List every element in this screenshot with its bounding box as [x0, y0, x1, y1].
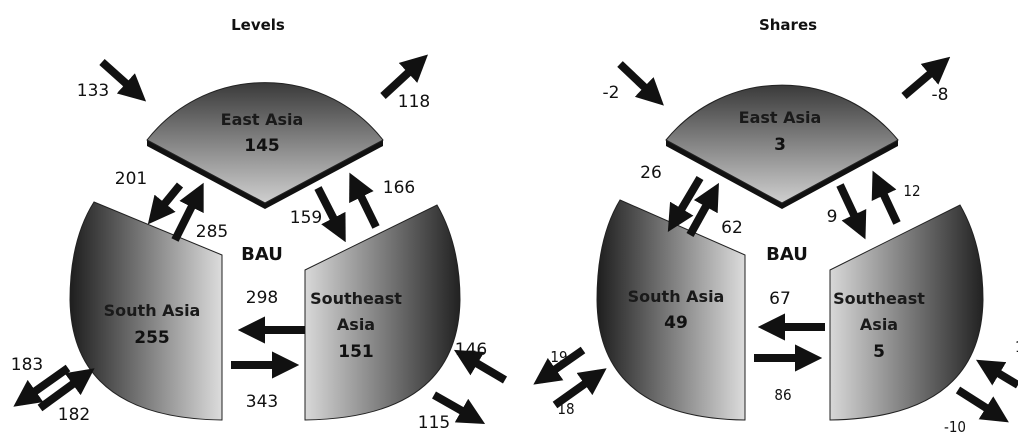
flow-label: 26: [640, 163, 662, 183]
panel-title: Levels: [231, 16, 285, 34]
panel-title: Shares: [759, 16, 817, 34]
arrow-ea-to-sea: [314, 186, 346, 243]
arrow-sa-in: [37, 368, 95, 412]
region-name: Southeast: [833, 289, 925, 308]
flow-label: 166: [383, 178, 415, 198]
region-name: South Asia: [628, 287, 725, 306]
region-value: 145: [244, 136, 280, 156]
arrow-sea-in: [976, 359, 1018, 389]
flow-label: 18: [557, 400, 574, 418]
arrow-sea-out: [432, 391, 486, 425]
scenario-label: BAU: [766, 244, 808, 265]
region-name: East Asia: [221, 110, 304, 129]
panel-levels: Levels East Asia 145 South Asia 255 Sout…: [11, 16, 508, 433]
arrow-sea-to-ea: [349, 172, 380, 229]
arrow-ea-out: [380, 54, 428, 99]
flow-label: -2: [603, 83, 620, 103]
arrow-ea-to-sea: [836, 183, 867, 240]
arrow-sa-out: [13, 364, 71, 407]
region-southeast-asia: Southeast Asia 5: [829, 204, 984, 421]
region-value: 151: [338, 342, 374, 362]
region-name: East Asia: [739, 108, 822, 127]
flow-label: 19: [550, 348, 567, 366]
scenario-label: BAU: [241, 244, 283, 265]
arrow-sa-out: [533, 346, 586, 385]
flow-label: 159: [290, 208, 322, 228]
flow-label: -8: [932, 85, 949, 105]
flow-label: 115: [418, 413, 450, 433]
flow-label: 118: [398, 92, 430, 112]
region-east-asia: East Asia 145: [146, 82, 384, 209]
region-value: 255: [134, 328, 170, 348]
region-south-asia: South Asia 255: [69, 201, 223, 421]
flow-label: 86: [774, 386, 791, 404]
arrow-sea-in: [453, 349, 508, 384]
flow-label: 12: [903, 182, 920, 200]
arrow-ea-to-sa: [147, 182, 184, 225]
region-name: Asia: [337, 315, 375, 334]
arrow-ea-out: [901, 56, 951, 100]
flow-arrows: [13, 54, 508, 425]
flow-label: -10: [944, 418, 966, 434]
flow-label: 9: [827, 207, 838, 227]
region-value: 3: [774, 135, 786, 155]
panel-shares: Shares East Asia 3 South Asia 49 Southea…: [533, 16, 1018, 434]
region-name: Asia: [860, 315, 898, 334]
flow-label: 298: [246, 288, 278, 308]
flow-label: 285: [196, 222, 228, 242]
arrow-ea-in: [617, 61, 664, 106]
flow-label: 1: [1015, 338, 1018, 356]
flow-label: 133: [77, 81, 109, 101]
region-east-asia: East Asia 3: [665, 84, 899, 209]
flow-label: 343: [246, 392, 278, 412]
arrow-sea-to-ea: [871, 170, 901, 225]
region-southeast-asia: Southeast Asia 151: [304, 204, 461, 421]
flow-label: 62: [721, 218, 743, 238]
region-name: Southeast: [310, 289, 402, 308]
arrow-sea-out: [955, 386, 1009, 423]
arrow-ea-in: [99, 59, 147, 102]
arrow-sa-in: [552, 368, 607, 409]
region-south-asia: South Asia 49: [596, 199, 746, 421]
flow-label: 201: [115, 169, 147, 189]
region-value: 5: [873, 342, 885, 362]
flow-label: 182: [58, 405, 90, 425]
flow-label: 183: [11, 355, 43, 375]
flow-arrows: [533, 56, 1018, 423]
arrow-sa-to-ea: [171, 182, 204, 242]
region-value: 49: [664, 313, 688, 333]
region-name: South Asia: [104, 301, 201, 320]
flow-label: 67: [769, 289, 791, 309]
arrow-sa-to-ea: [686, 182, 719, 237]
flow-label: 146: [455, 340, 487, 360]
